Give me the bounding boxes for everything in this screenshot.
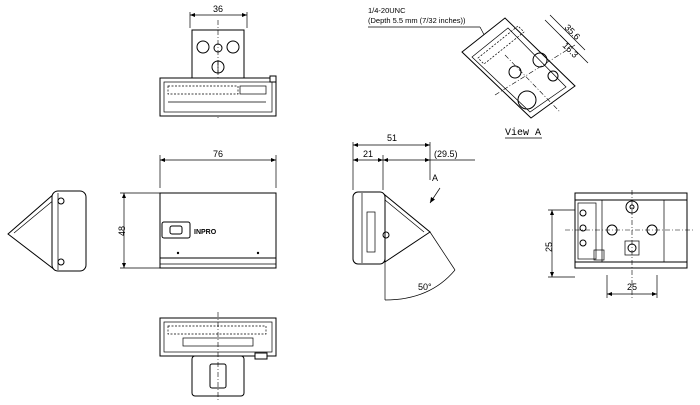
view-a: 1/4-20UNC (Depth 5.5 mm (7/32 inches)) 3… — [368, 6, 589, 139]
dim-rear-height: 25 — [544, 242, 554, 252]
thread-spec-line1: 1/4-20UNC — [368, 6, 406, 15]
dim-side-ref: (29.5) — [434, 149, 458, 159]
brand-logo: INPRO — [194, 229, 217, 236]
left-side-view — [7, 190, 87, 272]
bottom-view — [159, 312, 277, 400]
top-view: 36 — [159, 4, 277, 118]
dim-front-height: 48 — [117, 226, 127, 236]
dim-rear-width: 25 — [627, 282, 637, 292]
front-view: 76 48 INPRO — [117, 149, 277, 269]
view-a-title: View A — [505, 127, 541, 139]
dim-view-a-2: 16.3 — [561, 40, 580, 59]
dim-tilt-angle: 50° — [418, 282, 432, 292]
thread-spec-line2: (Depth 5.5 mm (7/32 inches)) — [368, 16, 466, 25]
right-side-view: 51 21 (29.5) A 50° — [352, 133, 475, 301]
dim-side-total: 51 — [387, 133, 397, 143]
dim-front-width: 76 — [213, 149, 223, 159]
arrow-a-label: A — [432, 173, 438, 183]
dim-top-width: 36 — [213, 4, 223, 14]
dim-side-body: 21 — [363, 149, 373, 159]
top-view-vents — [167, 85, 267, 103]
dim-view-a-1: 35.6 — [563, 22, 582, 41]
rear-view: 25 25 — [544, 190, 695, 300]
